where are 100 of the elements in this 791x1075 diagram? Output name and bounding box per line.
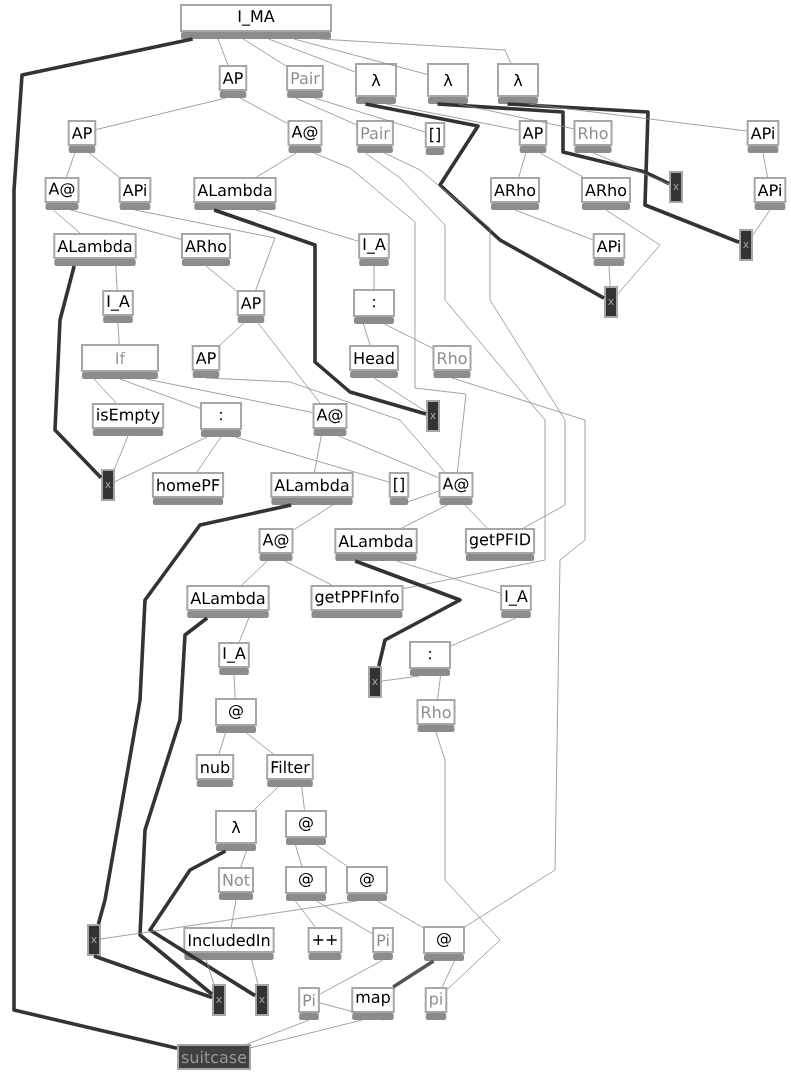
connector-line (441, 960, 455, 988)
connector-line (608, 265, 611, 287)
term-box: @ (285, 866, 327, 901)
term-box: I_A (218, 642, 250, 675)
term-box: APi (746, 120, 780, 153)
term-box: @ (423, 926, 465, 961)
term-box: : (353, 289, 395, 324)
term-box: Rho (573, 120, 613, 153)
term-box: pi (424, 987, 448, 1020)
term-box: Rho (416, 699, 456, 732)
term-box: IncludedIn (183, 927, 275, 960)
connector-line (53, 265, 103, 479)
term-box: I_MA (180, 4, 332, 39)
connector-line (539, 152, 584, 178)
connector-line (205, 959, 215, 985)
connector-line (451, 377, 586, 928)
term-box: λ (355, 63, 397, 104)
connector-line (398, 490, 439, 506)
term-box: : (200, 402, 242, 437)
term-box: ARho (581, 177, 631, 210)
term-box: Head (349, 345, 399, 378)
term-box: ALambda (53, 233, 137, 266)
connector-line (518, 152, 527, 178)
connector-line (313, 152, 467, 473)
connector-line (114, 436, 208, 482)
connector-line (319, 959, 384, 995)
connector-line (316, 844, 348, 867)
term-box: APi (118, 177, 152, 210)
connector-line (316, 900, 373, 935)
variable-box: x (604, 286, 618, 318)
variable-box: x (87, 924, 101, 956)
connector-line (514, 209, 594, 241)
term-box: Pi (298, 987, 320, 1020)
connector-line (314, 97, 426, 133)
term-box: @ (215, 698, 257, 733)
connector-line (114, 435, 129, 470)
connector-line (752, 209, 771, 236)
term-box: I_A (358, 233, 390, 266)
term-box: A@ (287, 120, 323, 153)
connector-line (762, 152, 768, 178)
connector-line (239, 97, 288, 124)
connector-line (93, 954, 213, 1000)
connector-line (241, 560, 268, 586)
connector-line (240, 850, 247, 868)
connector-line (70, 209, 182, 240)
term-box: AP (218, 65, 248, 98)
term-box: AP (67, 120, 97, 153)
connector-line (246, 732, 274, 755)
term-box: [] (424, 122, 446, 155)
term-box: ALambda (193, 177, 277, 210)
term-box: Not (218, 867, 254, 900)
term-box: Pair (286, 65, 324, 98)
connector-line (233, 674, 236, 699)
variable-box: x (101, 469, 115, 501)
term-box: A@ (438, 472, 474, 505)
connector-line (250, 1019, 363, 1049)
connector-line (365, 152, 546, 589)
term-box: map (351, 987, 395, 1020)
term-box: A@ (44, 177, 80, 210)
term-box: λ (497, 63, 539, 104)
term-box: AP (191, 345, 221, 378)
connector-line (138, 616, 214, 996)
connector-line (458, 103, 574, 130)
connector-line (268, 38, 356, 73)
connector-line (401, 504, 448, 529)
term-box: ALambda (334, 528, 418, 561)
term-box: I_A (500, 585, 532, 618)
connector-line (12, 37, 193, 1051)
connector-line (528, 103, 748, 132)
term-box: [] (388, 472, 410, 505)
connector-line (255, 209, 359, 242)
term-box: ALambda (186, 585, 270, 618)
term-box: homePF (151, 472, 225, 505)
connector-line (93, 378, 117, 404)
variable-box: x (212, 984, 226, 1016)
connector-line (100, 900, 357, 940)
connector-line (295, 97, 357, 126)
connector-line (213, 208, 427, 416)
connector-line (437, 102, 670, 186)
connector-line (196, 436, 222, 473)
connector-line (234, 436, 390, 483)
term-box: Pair (356, 120, 394, 153)
term-box: Rho (432, 345, 472, 378)
term-box: APi (753, 177, 787, 210)
connector-line (148, 849, 256, 998)
connector-line (117, 322, 120, 345)
term-box: APi (592, 233, 626, 266)
variable-box: x (669, 171, 683, 203)
connector-line (338, 435, 439, 479)
connector-line (293, 504, 334, 531)
connector-line (293, 38, 428, 75)
connector-line (373, 377, 427, 412)
term-box: AP (518, 120, 548, 153)
term-box: @ (346, 866, 388, 901)
connector-line (314, 435, 322, 473)
connector-line (95, 97, 227, 130)
term-box: getPPFInfo (310, 585, 404, 618)
connector-line (88, 152, 120, 178)
connector-line (301, 786, 305, 811)
term-box: Pi (372, 927, 394, 960)
